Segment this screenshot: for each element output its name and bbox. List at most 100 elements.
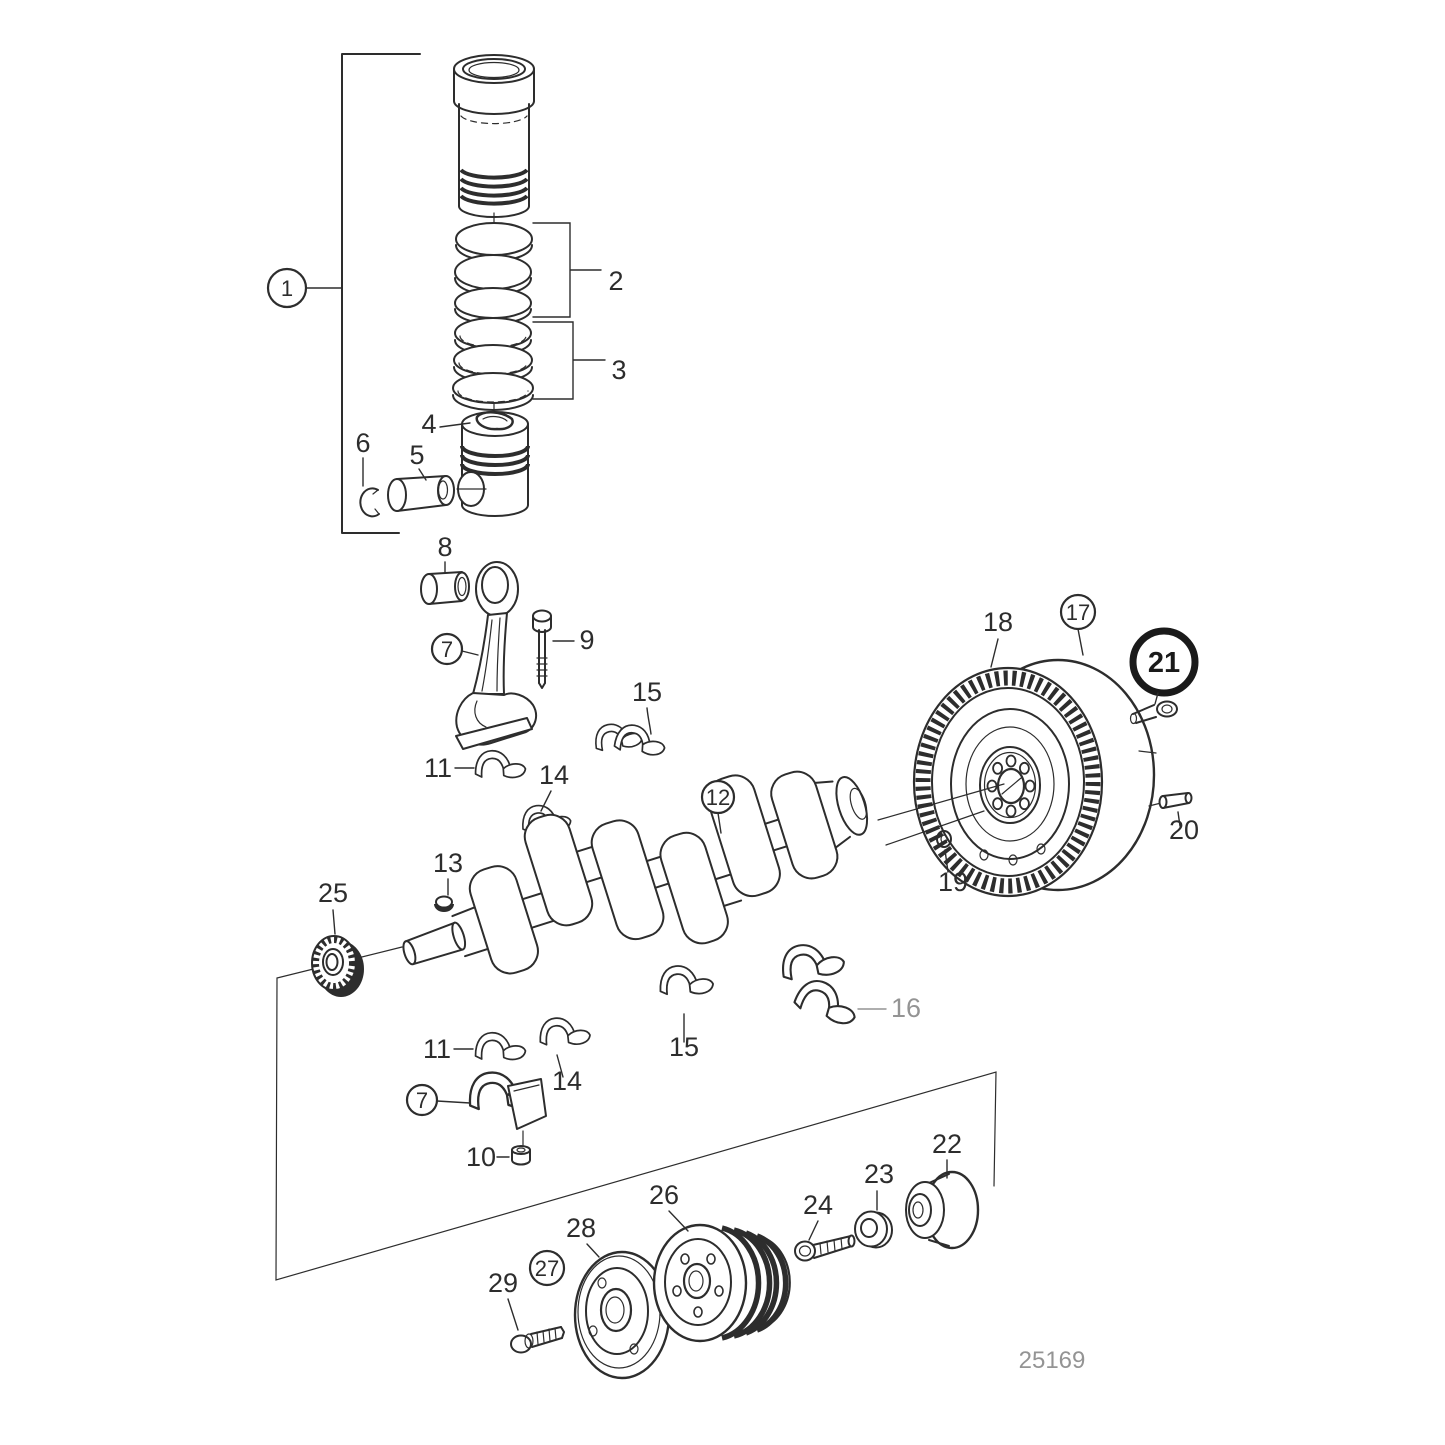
ring-gear-teeth [915, 670, 1101, 894]
cylinder-liner [453, 54, 535, 218]
hub-bolt [794, 1234, 856, 1262]
damper-bolt [510, 1326, 565, 1354]
callout-13[interactable]: 13 [433, 848, 463, 896]
callout-27-circle[interactable] [528, 1249, 566, 1287]
callout-21-label[interactable]: 21 [1148, 647, 1180, 679]
callout-12-label[interactable]: 12 [706, 785, 730, 810]
crankshaft [402, 770, 869, 975]
drawing-number: 25169 [1019, 1347, 1086, 1374]
callout-25-label[interactable]: 25 [318, 878, 348, 908]
callout-5-label[interactable]: 5 [409, 440, 424, 470]
callout-20-label[interactable]: 20 [1169, 815, 1199, 845]
callout-11-upper-label[interactable]: 11 [424, 753, 452, 783]
cap-nut [511, 1145, 531, 1166]
compression-rings [454, 222, 533, 325]
callout-14-lower[interactable]: 14 [552, 1054, 582, 1096]
bearing-cap [464, 1065, 547, 1148]
callout-16-label[interactable]: 16 [891, 993, 921, 1023]
crankshaft-gear [311, 935, 364, 997]
callout-1[interactable]: 1 [266, 267, 343, 309]
callout-14-upper-label[interactable]: 14 [539, 760, 569, 790]
big-end-bearing-shell-14-lower [537, 1013, 592, 1049]
callout-7-rod-label[interactable]: 7 [441, 637, 453, 662]
callout-12[interactable]: 12 [700, 779, 736, 834]
callout-21-bold-circle[interactable] [1129, 627, 1199, 697]
rod-bolt [532, 609, 552, 689]
callout-9[interactable]: 9 [552, 625, 595, 655]
callout-7-cap[interactable]: 7 [405, 1083, 471, 1117]
callout-18-label[interactable]: 18 [983, 607, 1013, 637]
callout-7-rod[interactable]: 7 [430, 632, 479, 666]
callout-16[interactable]: 16 [857, 993, 921, 1023]
callout-15-upper-label[interactable]: 15 [632, 677, 662, 707]
callout-5[interactable]: 5 [409, 440, 427, 481]
small-end-bushing [420, 571, 470, 605]
dowel-pin [1158, 792, 1193, 809]
callout-22-label[interactable]: 22 [932, 1129, 962, 1159]
callout-11-lower[interactable]: 11 [423, 1034, 474, 1064]
hub-washer [854, 1210, 893, 1249]
callout-25[interactable]: 25 [318, 878, 348, 935]
callout-28[interactable]: 28 [566, 1213, 600, 1258]
callout-7-cap-label[interactable]: 7 [416, 1088, 428, 1113]
callout-17-label[interactable]: 17 [1066, 600, 1090, 625]
callout-6-label[interactable]: 6 [355, 428, 370, 458]
callout-1-label[interactable]: 1 [281, 276, 293, 301]
callout-8[interactable]: 8 [437, 532, 453, 573]
callout-23-label[interactable]: 23 [864, 1159, 894, 1189]
piston [456, 411, 530, 517]
callout-14-upper[interactable]: 14 [539, 760, 569, 812]
callout-4-label[interactable]: 4 [421, 409, 436, 439]
callout-20[interactable]: 20 [1169, 811, 1199, 845]
callout-2[interactable]: 2 [532, 222, 624, 318]
callout-27[interactable]: 27 [528, 1249, 566, 1287]
callout-26-label[interactable]: 26 [649, 1180, 679, 1210]
thrust-washer-16 [776, 936, 863, 1028]
callout-29-label[interactable]: 29 [488, 1268, 518, 1298]
callout-24[interactable]: 24 [803, 1190, 833, 1241]
callout-18[interactable]: 18 [983, 607, 1013, 668]
callout-7-cap-circle[interactable] [405, 1083, 439, 1117]
main-bearing-shell-11-lower [473, 1029, 527, 1063]
pulley-hub [905, 1170, 980, 1250]
crankshaft-pulley [652, 1223, 791, 1343]
callout-3-label[interactable]: 3 [611, 355, 626, 385]
callout-26[interactable]: 26 [649, 1180, 689, 1232]
callout-13-label[interactable]: 13 [433, 848, 463, 878]
callout-4[interactable]: 4 [421, 409, 471, 439]
piston-kit-bracket [341, 53, 421, 534]
callout-23[interactable]: 23 [864, 1159, 894, 1211]
callout-24-label[interactable]: 24 [803, 1190, 833, 1220]
flywheel-bolt [1129, 700, 1178, 725]
thrust-bearing-15-upper [591, 717, 667, 757]
callout-15-upper[interactable]: 15 [632, 677, 662, 735]
callout-8-label[interactable]: 8 [437, 532, 452, 562]
callout-17[interactable]: 17 [1059, 593, 1097, 656]
callout-10[interactable]: 10 [466, 1142, 510, 1172]
callout-21-highlighted[interactable]: 21 [1129, 627, 1199, 705]
callout-29[interactable]: 29 [488, 1268, 519, 1331]
callout-11-upper[interactable]: 11 [424, 753, 475, 783]
callout-11-lower-label[interactable]: 11 [423, 1034, 451, 1064]
callout-15-lower[interactable]: 15 [669, 1013, 699, 1062]
callout-7-rod-circle[interactable] [430, 632, 464, 666]
callout-3[interactable]: 3 [532, 321, 627, 400]
callout-10-label[interactable]: 10 [466, 1142, 496, 1172]
piston-pin [387, 475, 455, 512]
callout-6[interactable]: 6 [355, 428, 371, 487]
callout-19[interactable]: 19 [938, 849, 968, 897]
callout-19-label[interactable]: 19 [938, 867, 968, 897]
callout-22[interactable]: 22 [932, 1129, 962, 1179]
callout-28-label[interactable]: 28 [566, 1213, 596, 1243]
callout-14-lower-label[interactable]: 14 [552, 1066, 582, 1096]
callout-2-label[interactable]: 2 [608, 266, 623, 296]
main-bearing-shell-11-upper [473, 747, 527, 781]
connecting-rod [455, 561, 538, 750]
callout-9-label[interactable]: 9 [579, 625, 594, 655]
flywheel [877, 658, 1162, 898]
thrust-bearing-15-lower [657, 961, 715, 999]
oil-rings [452, 317, 534, 411]
callout-27-label[interactable]: 27 [535, 1256, 559, 1281]
